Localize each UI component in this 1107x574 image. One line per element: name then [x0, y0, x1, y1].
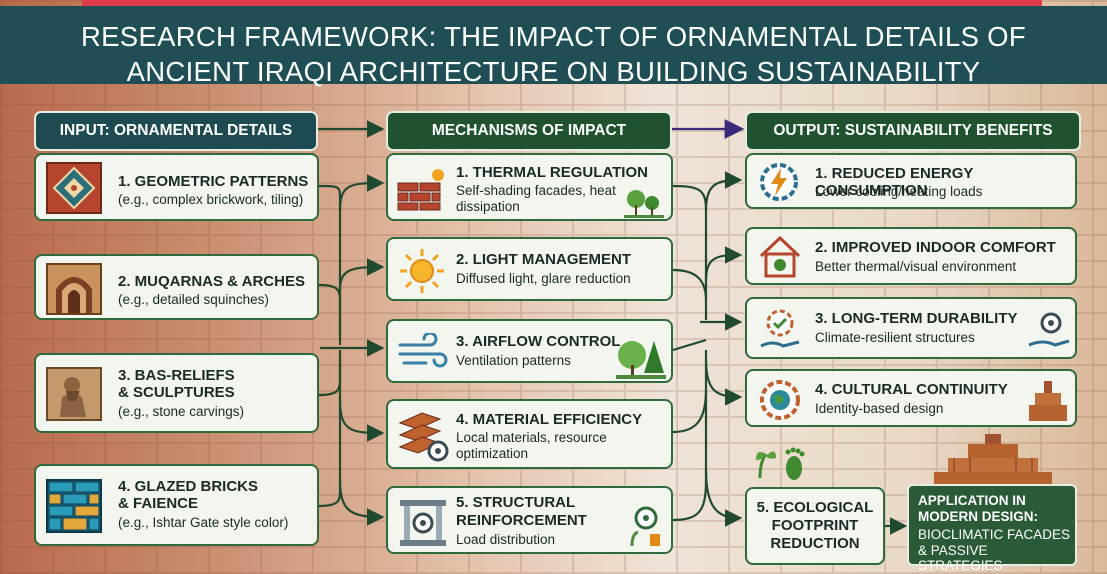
mechanism-card-thermal-regulation: 1. THERMAL REGULATION Self-shading facad… — [386, 153, 673, 221]
input-subtitle: (e.g., detailed squinches) — [118, 292, 269, 307]
input-subtitle: (e.g., Ishtar Gate style color) — [118, 515, 289, 530]
output-subtitle: Better thermal/visual environment — [815, 259, 1017, 274]
output-title: 1. REDUCED ENERGY CONSUMPTION — [815, 165, 974, 199]
application-line-4: & PASSIVE STRATEGIES — [918, 543, 1003, 573]
mechanism-subtitle-line-1: Local materials, resource — [456, 430, 607, 445]
arch-icon — [46, 263, 102, 315]
column-header-mechanisms: MECHANISMS OF IMPACT — [386, 111, 672, 151]
mechanism-subtitle-line-1: Self-shading facades, heat — [456, 183, 616, 198]
mechanism-title-line-2: REINFORCEMENT — [456, 512, 587, 529]
house-icon — [759, 235, 801, 278]
title-banner: RESEARCH FRAMEWORK: THE IMPACT OF ORNAME… — [0, 6, 1107, 87]
mechanism-subtitle: Ventilation patterns — [456, 353, 571, 368]
application-line-2: MODERN DESIGN: — [918, 509, 1039, 524]
output-subtitle: Lower cooling/heating loads — [815, 184, 983, 199]
input-title-line-2: & SCULPTURES — [118, 384, 235, 401]
mechanism-subtitle-line-2: optimization — [456, 446, 529, 461]
output-subtitle: Identity-based design — [815, 401, 944, 416]
footprint-sprout-icon — [756, 447, 805, 480]
output-card-indoor-comfort: 2. IMPROVED INDOOR COMFORT Better therma… — [745, 227, 1077, 285]
geometric-tile-icon — [46, 162, 102, 214]
energy-gear-icon — [760, 163, 798, 201]
mechanism-card-structural-reinforcement: 5. STRUCTURAL REINFORCEMENT Load distrib… — [386, 486, 673, 554]
trees-icon — [616, 341, 666, 379]
input-title-line-1: 3. BAS-RELIEFS — [118, 367, 235, 384]
materials-gear-icon — [398, 412, 449, 462]
input-title: 2. MUQARNAS & ARCHES — [118, 273, 305, 290]
gear-plant-icon — [630, 506, 660, 547]
mechanism-subtitle: Diffused light, glare reduction — [456, 271, 631, 286]
hand-gear-icon — [760, 309, 800, 348]
trees-icon — [624, 190, 664, 218]
output-subtitle: Climate-resilient structures — [815, 330, 975, 345]
column-header-input: INPUT: ORNAMENTAL DETAILS — [34, 111, 318, 151]
mechanism-title: 2. LIGHT MANAGEMENT — [456, 251, 631, 268]
ziggurat-small-icon — [1029, 381, 1067, 421]
output-card-reduced-energy: 1. REDUCED ENERGY CONSUMPTION Lower cool… — [745, 153, 1077, 209]
sun-brick-icon — [397, 169, 444, 211]
sun-icon — [400, 249, 444, 293]
output-title: 2. IMPROVED INDOOR COMFORT — [815, 239, 1056, 256]
gear-hand-icon — [1028, 312, 1070, 347]
input-card-glazed-bricks: 4. GLAZED BRICKS & FAIENCE (e.g., Ishtar… — [34, 464, 319, 546]
top-ribbon — [82, 0, 1042, 6]
output-title-line-1: 5. ECOLOGICAL — [756, 499, 874, 516]
mechanism-subtitle: Load distribution — [456, 532, 556, 547]
input-card-bas-reliefs: 3. BAS-RELIEFS & SCULPTURES (e.g., stone… — [34, 353, 319, 433]
input-card-muqarnas-arches: 2. MUQARNAS & ARCHES (e.g., detailed squ… — [34, 254, 319, 320]
output-title: 4. CULTURAL CONTINUITY — [815, 381, 1008, 398]
mechanism-card-airflow-control: 3. AIRFLOW CONTROL Ventilation patterns — [386, 319, 673, 383]
output-title-line-2: FOOTPRINT — [771, 517, 859, 534]
application-line-1: APPLICATION IN — [918, 493, 1026, 508]
output-card-long-term-durability: 3. LONG-TERM DURABILITY Climate-resilien… — [745, 297, 1077, 359]
application-line-3: BIOCLIMATIC FACADES — [918, 527, 1071, 542]
input-title: 1. GEOMETRIC PATTERNS — [118, 173, 309, 190]
column-header-output: OUTPUT: SUSTAINABILITY BENEFITS — [745, 111, 1081, 151]
globe-gear-icon — [760, 380, 800, 420]
application-box: APPLICATION IN MODERN DESIGN: BIOCLIMATI… — [907, 484, 1077, 573]
input-title-line-2: & FAIENCE — [118, 495, 199, 512]
mechanism-subtitle-line-2: dissipation — [456, 199, 520, 214]
relief-carving-icon — [46, 367, 102, 421]
page-title-line-1: RESEARCH FRAMEWORK: THE IMPACT OF ORNAME… — [81, 21, 1026, 52]
mechanism-title: 3. AIRFLOW CONTROL — [456, 333, 621, 350]
mechanism-title: 4. MATERIAL EFFICIENCY — [456, 411, 643, 428]
output-card-cultural-continuity: 4. CULTURAL CONTINUITY Identity-based de… — [745, 369, 1077, 427]
mechanism-title-line-1: 5. STRUCTURAL — [456, 494, 576, 511]
mechanism-title: 1. THERMAL REGULATION — [456, 164, 648, 181]
input-subtitle: (e.g., complex brickwork, tiling) — [118, 192, 304, 207]
output-title-line-3: REDUCTION — [770, 535, 860, 552]
mechanism-card-light-management: 2. LIGHT MANAGEMENT Diffused light, glar… — [386, 237, 673, 301]
page-title-line-2: ANCIENT IRAQI ARCHITECTURE ON BUILDING S… — [126, 56, 981, 87]
wind-icon — [398, 333, 448, 368]
pillar-gear-icon — [400, 500, 446, 546]
mechanism-card-material-efficiency: 4. MATERIAL EFFICIENCY Local materials, … — [386, 399, 673, 469]
ziggurat-icon — [934, 434, 1052, 486]
glazed-brick-icon — [46, 479, 102, 533]
output-card-ecological-footprint: 5. ECOLOGICAL FOOTPRINT REDUCTION — [745, 487, 885, 565]
input-card-geometric-patterns: 1. GEOMETRIC PATTERNS (e.g., complex bri… — [34, 153, 319, 221]
input-subtitle: (e.g., stone carvings) — [118, 404, 245, 419]
input-title-line-1: 4. GLAZED BRICKS — [118, 478, 259, 495]
output-title: 3. LONG-TERM DURABILITY — [815, 310, 1018, 327]
